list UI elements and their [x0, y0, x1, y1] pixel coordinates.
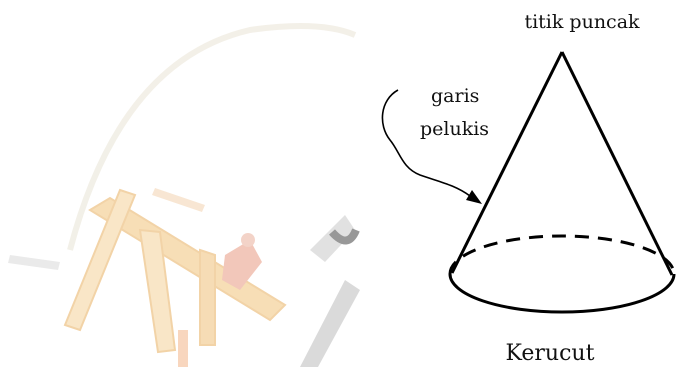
generatrix-label-line-1: garis [431, 85, 479, 107]
watermark-red-circle [241, 233, 255, 247]
watermark-wood-bar-top [152, 188, 205, 212]
cone-left-side [450, 51, 564, 274]
cone-base-back-dashed [448, 234, 676, 275]
watermark-gray-band [300, 280, 360, 367]
generatrix-label-line-2: pelukis [420, 118, 489, 140]
watermark-red-object [222, 240, 262, 290]
generatrix-arrow [381, 89, 482, 204]
generatrix-arrow-line [381, 89, 471, 197]
cone-right-side [560, 51, 674, 276]
background-watermark-illustration [8, 23, 360, 367]
watermark-wood-beam-3 [138, 228, 177, 354]
watermark-tool-shape [8, 255, 60, 270]
cone-base-front-solid [448, 273, 676, 314]
watermark-wood-beam-2 [63, 188, 137, 332]
cone-figure [448, 51, 676, 314]
watermark-gray-band-2 [310, 215, 355, 262]
watermark-arc [67, 23, 357, 251]
apex-label: titik puncak [524, 11, 640, 33]
watermark-dark-arc [329, 228, 360, 245]
cone-caption: Kerucut [506, 341, 595, 366]
watermark-orange-bar [178, 330, 188, 367]
generatrix-arrow-head [466, 190, 482, 204]
watermark-wood-beam-4 [199, 248, 216, 346]
